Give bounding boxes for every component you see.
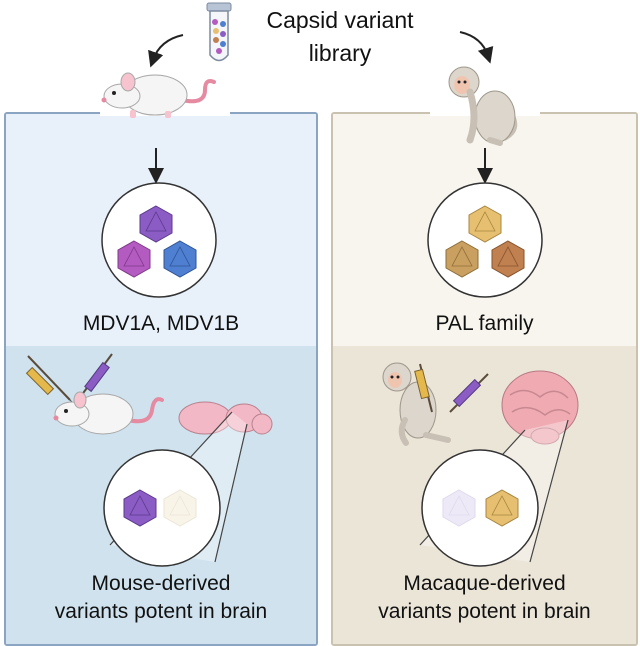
mouse-conclusion: Mouse-derived variants potent in brain — [4, 570, 318, 626]
mouse-icon — [101, 72, 216, 118]
diagram-title: Capsid variant library — [235, 4, 445, 70]
mouse-variants-label: MDV1A, MDV1B — [82, 312, 240, 335]
macaque-brain-icon — [501, 370, 579, 445]
macaque-brain-capsid-circle — [421, 449, 539, 567]
capsid-icon-purple-enriched — [123, 489, 157, 527]
syringe-icon-left-1 — [25, 355, 77, 407]
capsid-icon-brown — [491, 240, 525, 278]
curved-arrow-to-macaque — [459, 31, 494, 64]
mouse-panel — [4, 112, 318, 646]
macaque-injection-icon — [382, 362, 451, 446]
mouse-capsid-circle — [101, 182, 217, 298]
syringe-icon-right-1 — [414, 363, 433, 413]
curved-arrow-to-mouse — [148, 34, 184, 68]
macaque-conclusion-line-1: Macaque-derived — [403, 572, 566, 595]
macaque-capsid-circle — [427, 182, 543, 298]
capsid-icon-blue — [163, 240, 197, 278]
capsid-icon-faded — [442, 489, 476, 527]
mouse-injection-icon — [53, 391, 164, 435]
macaque-variants-label: PAL family — [435, 312, 534, 335]
mouse-conclusion-line-1: Mouse-derived — [91, 572, 231, 595]
macaque-conclusion: Macaque-derived variants potent in brain — [331, 570, 638, 626]
title-line-2: library — [308, 40, 372, 66]
macaque-icon — [448, 66, 518, 146]
syringe-icon-left-2 — [77, 353, 113, 401]
capsid-icon-tan — [445, 240, 479, 278]
test-tube-icon — [206, 2, 232, 62]
mouse-brain-capsid-circle — [103, 449, 221, 567]
capsid-icon-gold-enriched — [485, 489, 519, 527]
capsid-icon-purple — [139, 205, 173, 243]
mouse-brain-icon — [178, 401, 273, 435]
title-line-1: Capsid variant — [266, 7, 414, 33]
syringe-icon-right-2 — [449, 373, 489, 413]
macaque-conclusion-line-2: variants potent in brain — [378, 600, 591, 623]
capsid-icon-faded — [163, 489, 197, 527]
capsid-icon-magenta — [117, 240, 151, 278]
mouse-conclusion-line-2: variants potent in brain — [54, 600, 268, 623]
capsid-icon-gold — [468, 205, 502, 243]
